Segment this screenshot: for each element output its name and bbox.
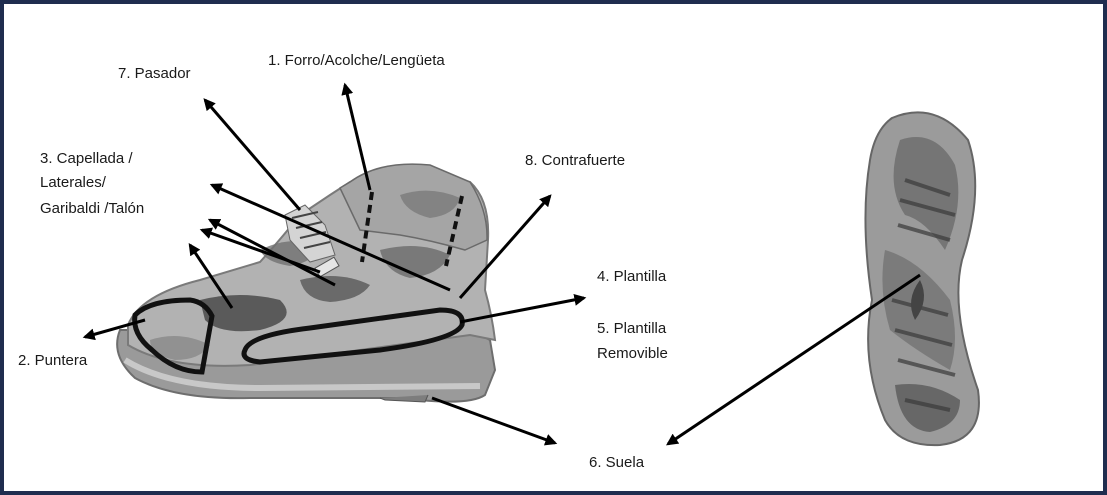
arrow-forro <box>345 85 370 190</box>
arrow-suela <box>432 398 555 443</box>
label-capellada-line2: Laterales/ <box>40 172 106 194</box>
label-suela: 6. Suela <box>589 452 644 474</box>
label-puntera: 2. Puntera <box>18 350 87 372</box>
label-capellada-line1: 3. Capellada / <box>40 148 133 170</box>
boot-illustration <box>117 164 495 402</box>
arrow-pasador <box>205 100 300 210</box>
label-capellada-line3: Garibaldi /Talón <box>40 198 144 220</box>
label-plantilla-removible-line2: Removible <box>597 343 668 365</box>
sole-illustration <box>865 112 978 445</box>
label-plantilla: 4. Plantilla <box>597 266 666 288</box>
label-forro: 1. Forro/Acolche/Lengüeta <box>268 50 445 72</box>
label-pasador: 7. Pasador <box>118 63 191 85</box>
label-contrafuerte: 8. Contrafuerte <box>525 150 625 172</box>
label-plantilla-removible-line1: 5. Plantilla <box>597 318 666 340</box>
